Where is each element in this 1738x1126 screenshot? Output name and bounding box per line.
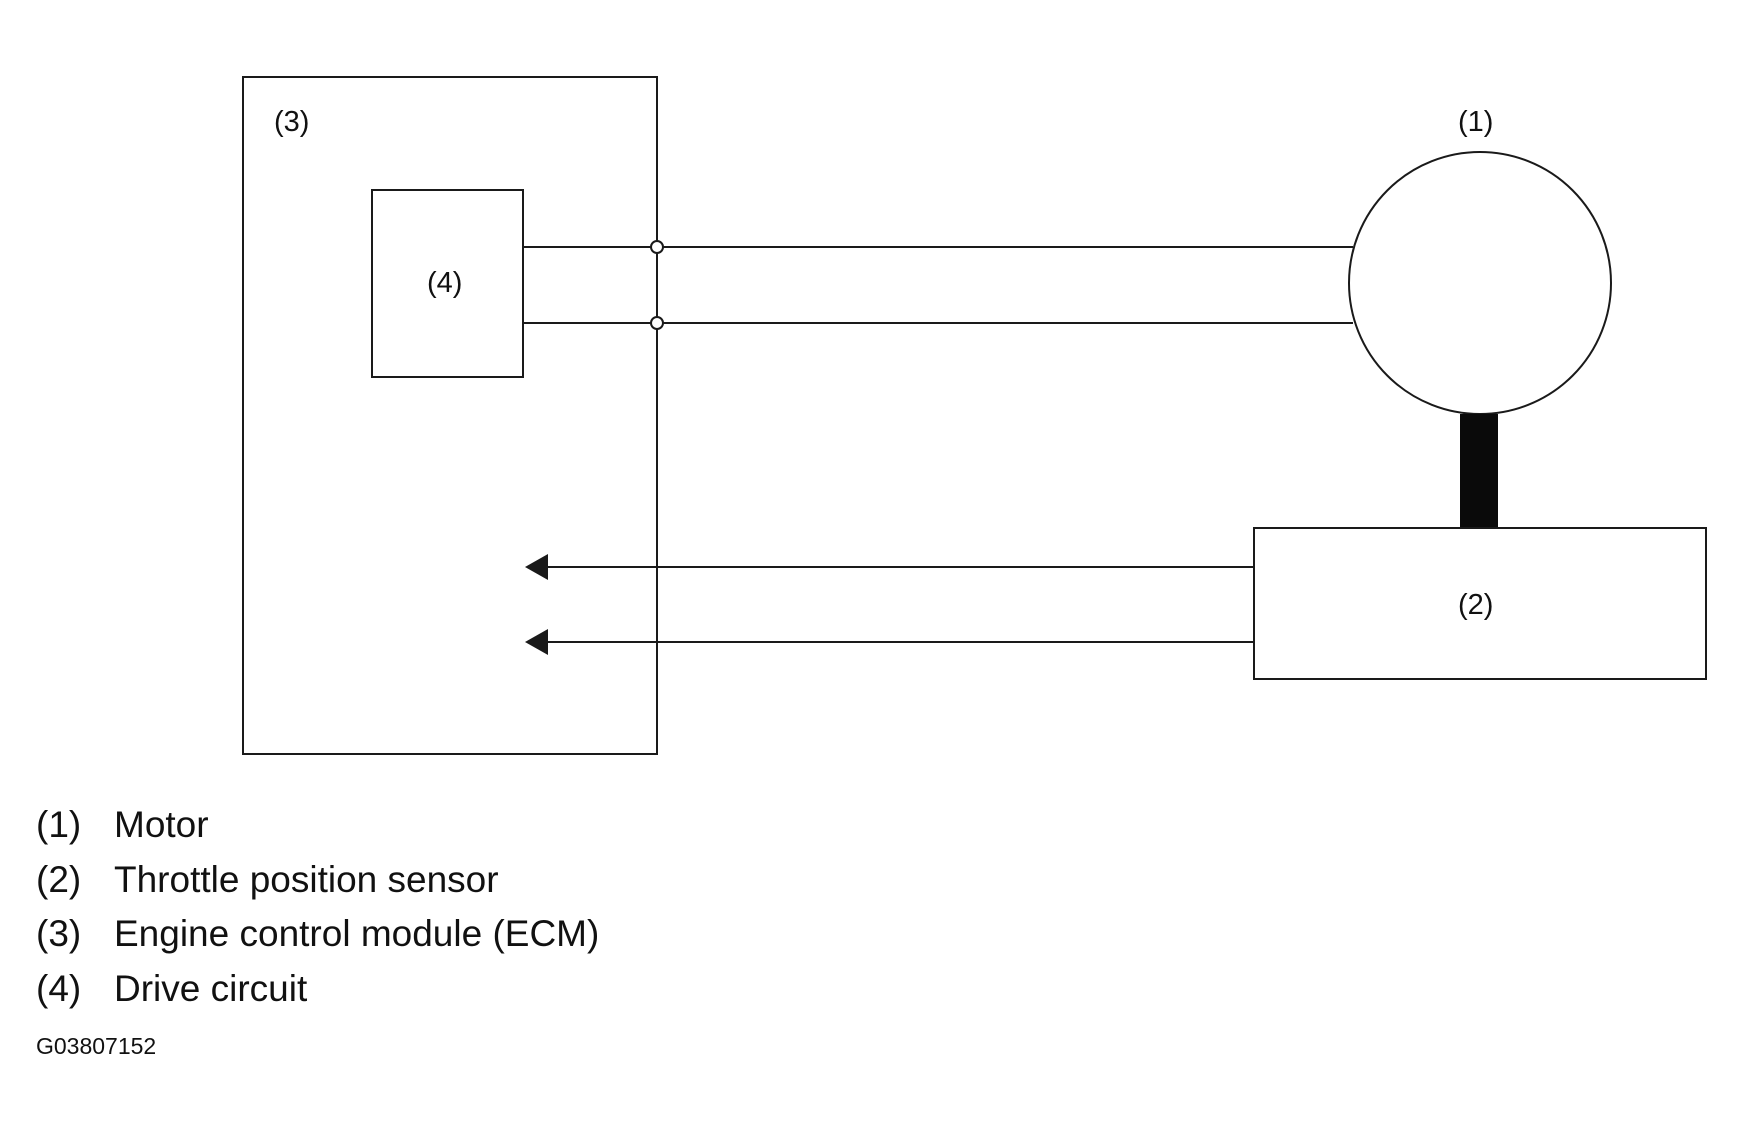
legend-item-label: Drive circuit [114, 968, 308, 1009]
connector-terminal-upper [650, 240, 664, 254]
figure-id: G03807152 [36, 1033, 156, 1059]
legend-item-num: (1) [36, 804, 81, 845]
throttle-position-sensor-box [1253, 527, 1707, 680]
drive-circuit-callout: (4) [427, 267, 462, 299]
legend: (1) Motor (2) Throttle position sensor (… [36, 804, 599, 1009]
legend-item-label: Throttle position sensor [114, 859, 499, 900]
arrow-head-lower [525, 629, 548, 655]
legend-item-label: Engine control module (ECM) [114, 913, 599, 954]
legend-item-label: Motor [114, 804, 209, 845]
drive-circuit-box [371, 189, 524, 378]
motor-shaft [1460, 414, 1498, 528]
legend-item-num: (2) [36, 859, 81, 900]
throttle-position-sensor-callout: (2) [1458, 589, 1493, 621]
connector-terminal-lower [650, 316, 664, 330]
legend-item-num: (4) [36, 968, 81, 1009]
motor-circle [1348, 151, 1612, 415]
arrow-head-upper [525, 554, 548, 580]
motor-callout: (1) [1458, 106, 1493, 138]
legend-item-num: (3) [36, 913, 81, 954]
ecm-box [242, 76, 658, 755]
ecm-callout: (3) [274, 106, 309, 138]
